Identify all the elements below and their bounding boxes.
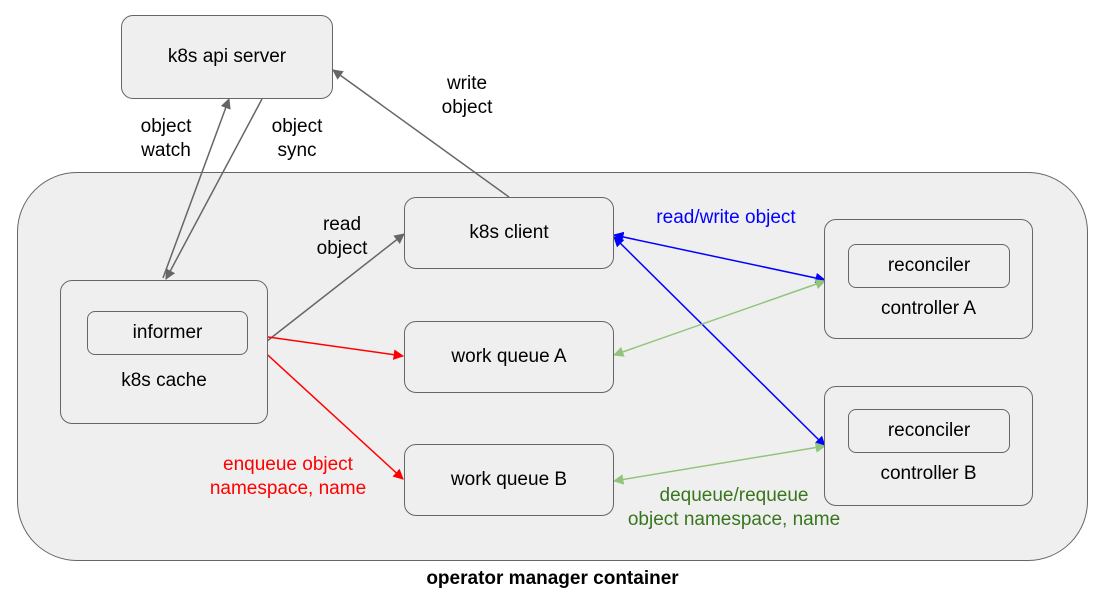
edge-read-write-b xyxy=(613,236,826,447)
edge-dequeue-b xyxy=(612,442,827,485)
api-server-label: k8s api server xyxy=(167,46,287,67)
edge-dequeue-a xyxy=(613,279,826,357)
read-object-line-2: object xyxy=(316,238,368,259)
object-sync-line-1: object xyxy=(271,116,323,137)
controller-b-node: reconciler controller B xyxy=(824,386,1033,506)
object-sync-label: object sync xyxy=(259,115,335,163)
edge-enqueue-a xyxy=(246,333,405,360)
enqueue-line-2: namespace, name xyxy=(209,478,367,499)
enqueue-label: enqueue object namespace, name xyxy=(180,453,396,501)
read-object-line-1: read xyxy=(322,214,362,235)
controller-a-node: reconciler controller A xyxy=(824,219,1033,339)
container-caption: operator manager container xyxy=(426,568,679,589)
reconciler-b-label: reconciler xyxy=(887,420,971,441)
enqueue-line-1: enqueue object xyxy=(223,454,353,475)
read-write-object-label: read/write object xyxy=(656,207,796,228)
k8s-client-label: k8s client xyxy=(469,222,549,243)
work-queue-a-label: work queue A xyxy=(451,346,567,367)
edge-object-watch xyxy=(162,98,231,279)
write-object-label: write object xyxy=(432,72,502,120)
object-watch-line-1: object xyxy=(140,116,192,137)
work-queue-a-node: work queue A xyxy=(404,321,614,393)
work-queue-b-node: work queue B xyxy=(404,444,614,516)
controller-b-label: controller B xyxy=(880,463,977,484)
object-sync-line-2: sync xyxy=(277,140,317,161)
write-object-line-2: object xyxy=(441,97,493,118)
reconciler-a-label: reconciler xyxy=(887,255,971,276)
dequeue-label: dequeue/requeue object namespace, name xyxy=(600,484,868,532)
edge-enqueue-b xyxy=(246,335,404,480)
edge-write-object xyxy=(332,69,510,198)
reconciler-a-node: reconciler xyxy=(848,244,1010,288)
k8s-client-node: k8s client xyxy=(404,197,614,269)
write-object-line-1: write xyxy=(446,73,488,94)
k8s-cache-node: informer k8s cache xyxy=(60,280,268,424)
dequeue-line-1: dequeue/requeue xyxy=(659,485,809,506)
edge-object-sync xyxy=(165,98,263,280)
object-watch-line-2: watch xyxy=(141,140,191,161)
informer-node: informer xyxy=(87,311,248,355)
object-watch-label: object watch xyxy=(128,115,204,163)
work-queue-b-label: work queue B xyxy=(450,469,568,490)
reconciler-b-node: reconciler xyxy=(848,409,1010,453)
dequeue-line-2: object namespace, name xyxy=(627,509,841,530)
edge-read-write-a xyxy=(612,231,827,284)
edge-read-object xyxy=(261,233,405,346)
api-server-node: k8s api server xyxy=(121,15,333,99)
controller-a-label: controller A xyxy=(880,298,977,319)
informer-label: informer xyxy=(132,322,203,343)
read-object-label: read object xyxy=(304,213,380,261)
k8s-cache-label: k8s cache xyxy=(121,370,207,391)
